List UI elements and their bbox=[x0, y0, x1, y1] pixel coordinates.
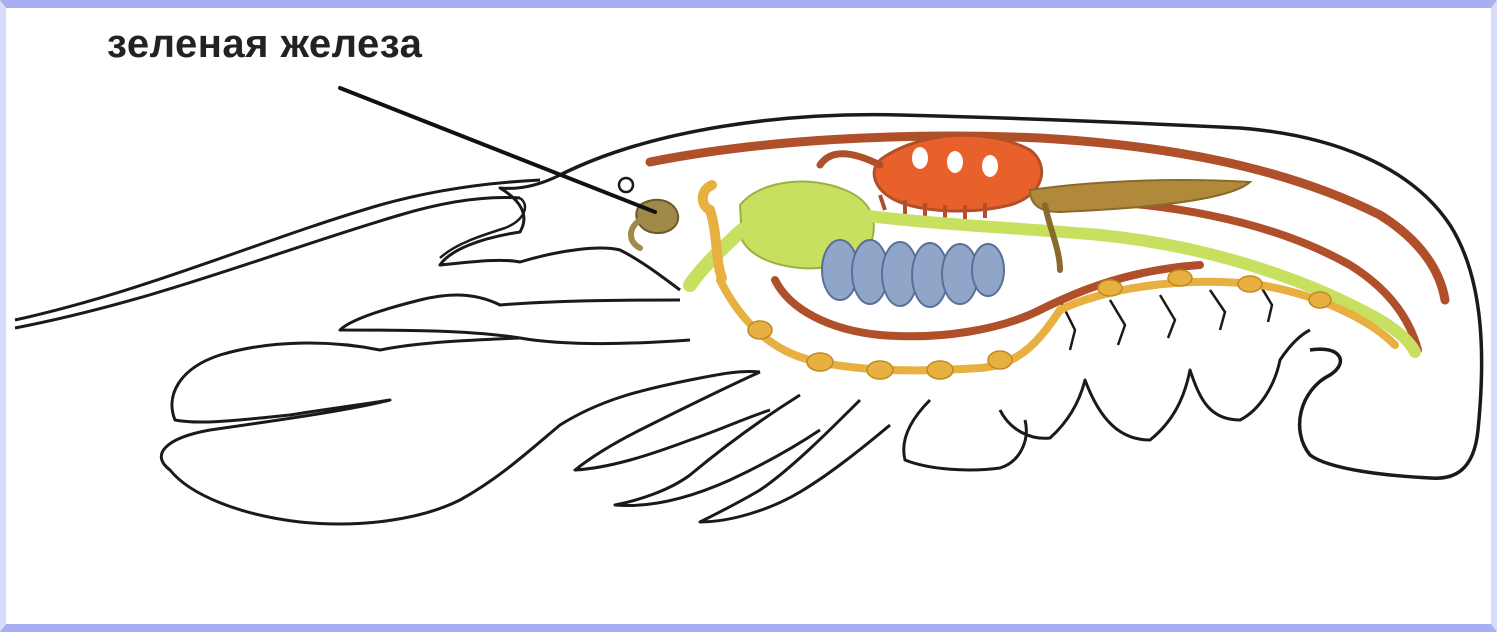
nerve-ganglion bbox=[988, 351, 1012, 369]
nerve-ganglion bbox=[867, 361, 893, 379]
nerve-ganglion bbox=[1098, 280, 1122, 296]
walking-leg bbox=[904, 400, 1027, 470]
nerve-ganglion bbox=[1238, 276, 1262, 292]
nerve-ganglion bbox=[1168, 270, 1192, 286]
green-gland-label: зеленая железа bbox=[107, 22, 422, 67]
green-gland-duct bbox=[631, 220, 640, 248]
label-pointer-line bbox=[340, 88, 655, 212]
artery bbox=[820, 154, 880, 165]
dorsal-muscle bbox=[1050, 200, 1418, 350]
abdomen-underside bbox=[1000, 330, 1310, 440]
walking-leg bbox=[700, 400, 890, 522]
antennule bbox=[440, 198, 525, 258]
hepatopancreas bbox=[1030, 180, 1250, 212]
walking-leg bbox=[615, 395, 820, 506]
claw-arm bbox=[340, 295, 690, 344]
nerve-ganglion bbox=[748, 321, 772, 339]
nerve-ganglion bbox=[927, 361, 953, 379]
heart-ostium bbox=[912, 147, 928, 169]
eye bbox=[619, 178, 633, 192]
claw bbox=[161, 338, 760, 524]
walking-leg bbox=[575, 372, 770, 470]
green-gland bbox=[636, 200, 678, 233]
nerve-ganglion bbox=[807, 353, 833, 371]
head-outline bbox=[440, 175, 680, 290]
gill bbox=[972, 244, 1004, 296]
heart bbox=[874, 135, 1042, 211]
heart-ostium bbox=[947, 151, 963, 173]
heart-ostium bbox=[982, 155, 998, 177]
nerve-ganglion bbox=[1309, 292, 1331, 308]
antenna bbox=[15, 180, 540, 328]
gills bbox=[822, 240, 1004, 307]
